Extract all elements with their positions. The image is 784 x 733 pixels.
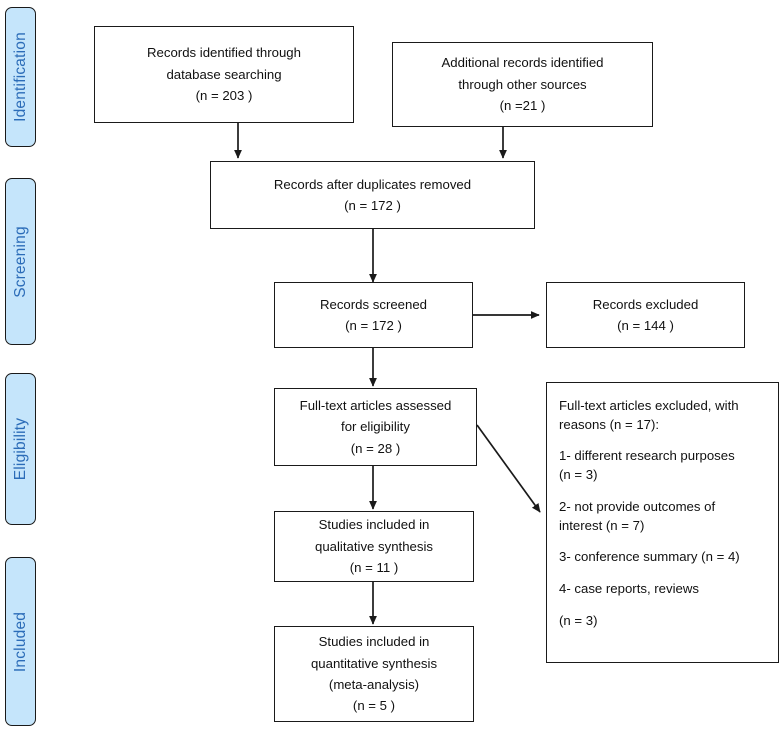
box-quantitative-synthesis-text: Studies included in quantitative synthes… [310, 634, 438, 714]
box-records-screened: Records screened (n = 172 ) [274, 282, 473, 348]
box-records-identified-text: Records identified through database sear… [147, 45, 301, 104]
stage-banner-screening: Screening [5, 178, 36, 345]
box-qualitative-synthesis: Studies included in qualitative synthesi… [274, 511, 474, 582]
box-exclusion-reasons: Full-text articles excluded, with reason… [546, 382, 779, 663]
exclusion-reason-item-4: 4- case reports, reviews [559, 581, 699, 597]
box-records-screened-text: Records screened (n = 172 ) [319, 296, 428, 333]
stage-label-included: Included [11, 611, 29, 672]
box-fulltext-assessed: Full-text articles assessed for eligibil… [274, 388, 477, 466]
stage-banner-included: Included [5, 557, 36, 726]
stage-label-eligibility: Eligibility [11, 417, 29, 481]
stage-banner-identification: Identification [5, 7, 36, 147]
box-qualitative-synthesis-text: Studies included in qualitative synthesi… [314, 517, 434, 576]
stage-label-identification: Identification [11, 32, 29, 122]
exclusion-reasons-heading: Full-text articles excluded, with reason… [559, 398, 739, 432]
box-records-identified: Records identified through database sear… [94, 26, 354, 123]
exclusion-reason-item-1: 1- different research purposes (n = 3) [559, 448, 735, 483]
box-duplicates-removed: Records after duplicates removed (n = 17… [210, 161, 535, 229]
box-records-excluded: Records excluded (n = 144 ) [546, 282, 745, 348]
box-quantitative-synthesis: Studies included in quantitative synthes… [274, 626, 474, 722]
box-records-excluded-text: Records excluded (n = 144 ) [592, 296, 699, 333]
exclusion-reason-item-2: 2- not provide outcomes of interest (n =… [559, 498, 716, 533]
box-additional-records-text: Additional records identified through ot… [441, 55, 604, 114]
stage-banner-eligibility: Eligibility [5, 373, 36, 525]
stage-label-screening: Screening [11, 225, 29, 298]
exclusion-reason-item-4-count: (n = 3) [559, 612, 598, 628]
box-additional-records: Additional records identified through ot… [392, 42, 653, 127]
exclusion-reason-item-3: 3- conference summary (n = 4) [559, 549, 740, 565]
connector-fulltext-to-reasons [476, 424, 541, 513]
box-fulltext-assessed-text: Full-text articles assessed for eligibil… [299, 397, 452, 456]
box-duplicates-removed-text: Records after duplicates removed (n = 17… [273, 176, 472, 213]
